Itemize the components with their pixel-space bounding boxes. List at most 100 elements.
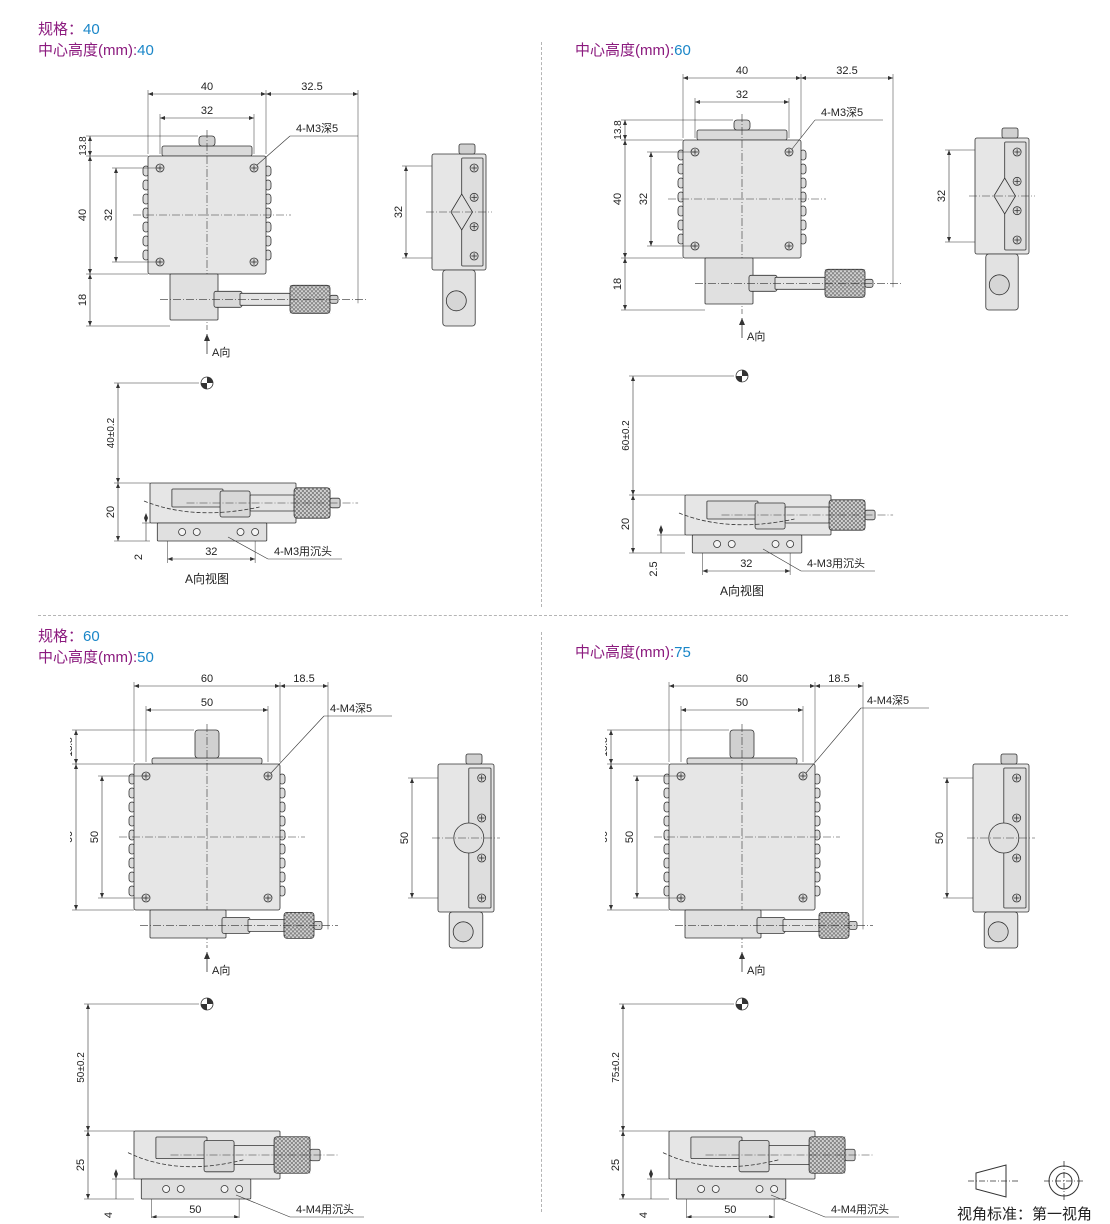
knurl-line (283, 918, 305, 939)
a-view-base (691, 534, 803, 554)
knurl-line (283, 914, 309, 939)
knurl-line (808, 1169, 814, 1174)
dim-side-extension: 18.5 (828, 673, 849, 685)
dimension-arrow (609, 905, 613, 910)
knurl-line (283, 912, 301, 929)
panel-1-spec: 规格：40 (38, 21, 100, 38)
dimension-arrow (609, 759, 613, 764)
note-bottom-holes: 4-M4用沉头 (296, 1203, 354, 1216)
knurl-line (299, 487, 331, 519)
dim-center-height: 50±0.2 (76, 1052, 87, 1083)
dimension-arrow (784, 100, 789, 104)
lower-bracket (704, 257, 754, 305)
dimension-arrow (798, 708, 803, 712)
a-view-window (706, 500, 759, 520)
knurl-line (808, 1136, 822, 1149)
knurl-line (273, 1136, 279, 1141)
dimension-arrow (114, 1169, 118, 1174)
knurl-line (854, 519, 866, 531)
dimension-arrow (74, 905, 78, 910)
knurl-line (808, 1161, 822, 1174)
dimension-arrow (785, 569, 791, 573)
note-top-holes: 4-M3深5 (296, 122, 338, 135)
knurl-line (273, 1136, 303, 1165)
dimension-arrow (810, 684, 815, 688)
knurl-line (317, 301, 331, 314)
knurl-line (305, 912, 315, 921)
divider-horizontal (38, 615, 1068, 616)
dimension-arrow (623, 140, 627, 145)
a-view-hole (771, 540, 780, 548)
a-view-window (690, 1136, 743, 1160)
knurl-line (828, 499, 846, 516)
dimension-arrow (88, 269, 92, 274)
side-view-micrometer-end (445, 290, 467, 312)
a-view-swing-arc (143, 500, 260, 514)
note-bottom-holes: 4-M4用沉头 (831, 1203, 889, 1216)
dim-top-height: 13.8 (605, 737, 610, 757)
centre-height-mark-fill (201, 998, 213, 1010)
knurl-line (840, 273, 866, 298)
a-direction-arrowhead (204, 952, 210, 959)
knurl-line (285, 1148, 311, 1174)
knurl-line (818, 912, 832, 925)
label-a-direction: A向 (747, 329, 765, 343)
a-view-window (155, 1136, 208, 1160)
lower-bracket (684, 909, 762, 939)
knurl-line (305, 289, 331, 314)
knurl-line (828, 506, 854, 531)
dimension-arrow (858, 684, 863, 688)
a-view-window (171, 488, 224, 508)
knurl-line (313, 297, 331, 314)
knurl-line (828, 499, 858, 528)
dim-top-height: 13.8 (78, 136, 89, 156)
dimension-arrow (769, 1215, 775, 1218)
knurl-line (289, 285, 295, 290)
dimension-arrow (116, 478, 120, 483)
dimension-arrow (323, 684, 328, 688)
dimension-arrow (947, 150, 951, 155)
dim-hole-width: 50 (736, 697, 748, 709)
dim-side-extension: 18.5 (293, 673, 314, 685)
knurl-line (293, 918, 315, 939)
knurl-line (273, 1169, 279, 1174)
note-top-holes: 4-M4深5 (867, 694, 909, 707)
dimension-arrow (631, 548, 635, 553)
side-view-micrometer-end (987, 921, 1009, 943)
knurl-line (832, 912, 850, 929)
dimension-arrow (167, 557, 173, 561)
knurl-line (808, 1141, 842, 1174)
knurl-line (820, 1148, 846, 1174)
first-angle-projection-icon (968, 1161, 1084, 1201)
dimension-arrow (947, 237, 951, 242)
dim-total-width: 60 (201, 673, 213, 685)
knurl-line (297, 922, 315, 939)
knurl-line (818, 926, 832, 939)
knurl-line (824, 1152, 846, 1174)
knurl-line (818, 912, 844, 937)
a-view-swing-arc (127, 1152, 244, 1168)
centre-height-mark-fill (201, 377, 213, 389)
a-view-hole (192, 528, 201, 536)
a-direction-arrowhead (739, 318, 745, 325)
knurl-line (297, 912, 315, 929)
panel-4-center-height: 中心高度(mm):75 (575, 644, 691, 661)
dimension-arrow (74, 730, 78, 735)
leader-line (762, 548, 802, 572)
knurl-line (832, 1160, 846, 1174)
dim-total-width: 40 (201, 81, 213, 93)
a-view-micrometer-body (754, 502, 786, 530)
leader-line (805, 707, 862, 774)
knurl-line (808, 1136, 838, 1165)
knurl-line (327, 515, 331, 519)
knurl-line (289, 912, 315, 937)
dim-center-height: 75±0.2 (611, 1052, 622, 1083)
knurl-line (283, 922, 301, 939)
knurl-line (293, 487, 323, 516)
knurl-line (828, 1156, 846, 1174)
dimension-arrow (275, 684, 280, 688)
knurl-line (844, 277, 866, 298)
dimension-arrow (623, 120, 627, 125)
knurl-line (273, 1136, 299, 1161)
dimension-arrow (621, 1131, 625, 1136)
